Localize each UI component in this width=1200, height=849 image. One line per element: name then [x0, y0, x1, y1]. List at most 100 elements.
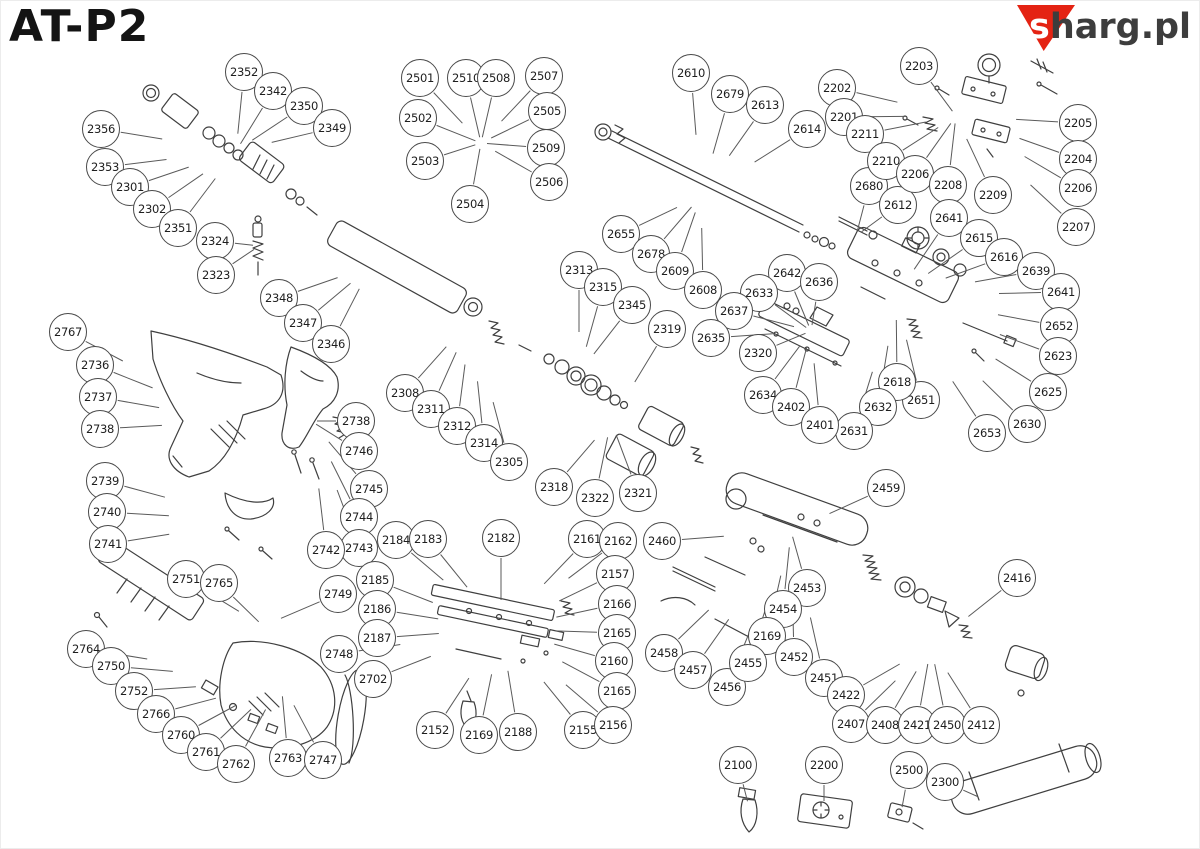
part-balloon-2352: 2352: [225, 53, 263, 91]
part-balloon-2350: 2350: [285, 87, 323, 125]
part-balloon-2401: 2401: [801, 406, 839, 444]
part-balloon-2407: 2407: [832, 705, 870, 743]
part-balloon-2349: 2349: [313, 109, 351, 147]
part-balloon-2762: 2762: [217, 745, 255, 783]
part-balloon-2742: 2742: [307, 531, 345, 569]
part-balloon-2623: 2623: [1039, 337, 1077, 375]
part-balloon-2652: 2652: [1040, 307, 1078, 345]
part-balloon-2323: 2323: [197, 256, 235, 294]
part-balloon-2162: 2162: [599, 522, 637, 560]
part-balloon-2767: 2767: [49, 313, 87, 351]
page-title: AT-P2: [9, 1, 150, 52]
part-balloon-2345: 2345: [613, 286, 651, 324]
part-balloon-2209: 2209: [974, 176, 1012, 214]
part-balloon-2208: 2208: [929, 166, 967, 204]
part-balloon-2747: 2747: [304, 741, 342, 779]
part-balloon-2507: 2507: [525, 57, 563, 95]
part-balloon-2455: 2455: [729, 644, 767, 682]
part-balloon-2318: 2318: [535, 468, 573, 506]
part-balloon-2500: 2500: [890, 751, 928, 789]
part-balloon-2609: 2609: [656, 252, 694, 290]
part-balloon-2348: 2348: [260, 279, 298, 317]
part-balloon-2637: 2637: [715, 292, 753, 330]
part-balloon-2765: 2765: [200, 564, 238, 602]
part-balloon-2182: 2182: [482, 519, 520, 557]
part-balloon-2412: 2412: [962, 706, 1000, 744]
part-balloon-2751: 2751: [167, 560, 205, 598]
part-balloon-2501: 2501: [401, 59, 439, 97]
part-balloon-2319: 2319: [648, 310, 686, 348]
part-balloon-2308: 2308: [386, 374, 424, 412]
part-balloon-2322: 2322: [576, 479, 614, 517]
part-balloon-2737: 2737: [79, 378, 117, 416]
part-balloon-2346: 2346: [312, 325, 350, 363]
part-balloon-2502: 2502: [399, 99, 437, 137]
part-balloon-2206: 2206: [896, 155, 934, 193]
part-balloon-2203: 2203: [900, 47, 938, 85]
part-balloon-2459: 2459: [867, 469, 905, 507]
part-balloon-2165: 2165: [598, 672, 636, 710]
part-balloon-2453: 2453: [788, 569, 826, 607]
part-balloon-2616: 2616: [985, 238, 1023, 276]
part-balloon-2509: 2509: [527, 129, 565, 167]
part-balloon-2760: 2760: [162, 716, 200, 754]
sharg-logo: sharg.pl: [1017, 5, 1191, 55]
part-balloon-2679: 2679: [711, 75, 749, 113]
part-balloon-2207: 2207: [1057, 208, 1095, 246]
part-balloon-2702: 2702: [354, 660, 392, 698]
part-balloon-2508: 2508: [477, 59, 515, 97]
part-balloon-2653: 2653: [968, 414, 1006, 452]
part-balloon-2504: 2504: [451, 185, 489, 223]
part-balloon-2743: 2743: [340, 529, 378, 567]
part-balloon-2625: 2625: [1029, 373, 1067, 411]
part-balloon-2655: 2655: [602, 215, 640, 253]
part-balloon-2505: 2505: [528, 92, 566, 130]
part-balloon-2205: 2205: [1059, 104, 1097, 142]
part-balloon-2631: 2631: [835, 412, 873, 450]
part-balloon-2746: 2746: [340, 432, 378, 470]
part-balloon-2763: 2763: [269, 739, 307, 777]
part-balloon-2320: 2320: [739, 334, 777, 372]
part-balloon-2188: 2188: [499, 713, 537, 751]
part-balloon-2156: 2156: [594, 706, 632, 744]
part-balloon-2741: 2741: [89, 525, 127, 563]
part-balloon-2183: 2183: [409, 520, 447, 558]
part-balloon-2636: 2636: [800, 263, 838, 301]
logo-rest: harg.pl: [1049, 7, 1192, 47]
part-balloon-2408: 2408: [866, 706, 904, 744]
part-balloon-2748: 2748: [320, 635, 358, 673]
part-balloon-2613: 2613: [746, 86, 784, 124]
part-balloon-2152: 2152: [416, 711, 454, 749]
part-balloon-2503: 2503: [406, 142, 444, 180]
part-balloon-2100: 2100: [719, 746, 757, 784]
part-balloon-2321: 2321: [619, 474, 657, 512]
part-balloon-2736: 2736: [76, 346, 114, 384]
part-balloon-2633: 2633: [740, 274, 778, 312]
part-balloon-2749: 2749: [319, 575, 357, 613]
part-balloon-2610: 2610: [672, 54, 710, 92]
part-balloon-2416: 2416: [998, 559, 1036, 597]
part-balloon-2450: 2450: [928, 706, 966, 744]
part-balloon-2302: 2302: [133, 190, 171, 228]
part-balloon-2457: 2457: [674, 651, 712, 689]
part-balloon-2635: 2635: [692, 319, 730, 357]
part-balloon-2210: 2210: [867, 142, 905, 180]
part-balloon-2506: 2506: [530, 163, 568, 201]
part-balloon-2452: 2452: [775, 638, 813, 676]
part-balloon-2300: 2300: [926, 763, 964, 801]
part-balloon-2206: 2206: [1059, 169, 1097, 207]
part-balloon-2169: 2169: [460, 716, 498, 754]
part-balloon-2641: 2641: [1042, 273, 1080, 311]
part-balloon-2614: 2614: [788, 110, 826, 148]
part-balloon-2204: 2204: [1059, 140, 1097, 178]
part-balloon-2678: 2678: [632, 235, 670, 273]
part-balloon-2200: 2200: [805, 746, 843, 784]
logo-text: sharg.pl: [1029, 7, 1191, 47]
part-balloon-2305: 2305: [490, 443, 528, 481]
part-balloon-2738: 2738: [81, 410, 119, 448]
part-balloon-2184: 2184: [377, 521, 415, 559]
part-balloon-2324: 2324: [196, 222, 234, 260]
part-balloon-2745: 2745: [350, 470, 388, 508]
